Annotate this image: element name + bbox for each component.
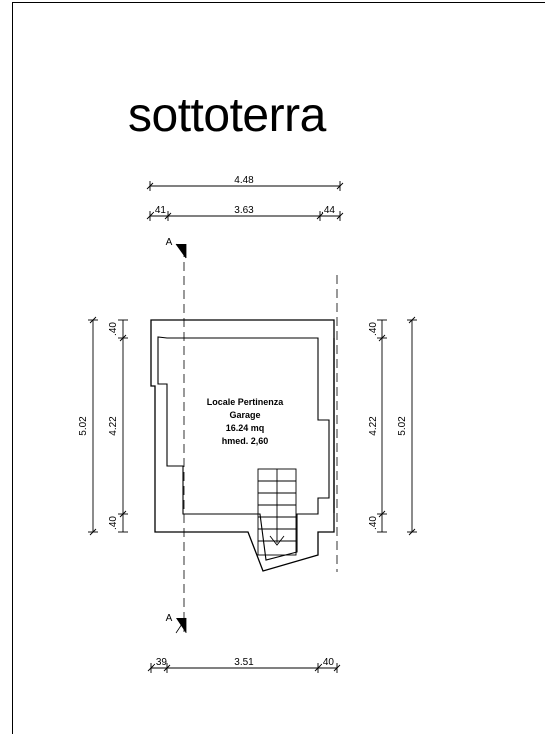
dimension-top-total: [146, 181, 344, 191]
section-marker-top-label: A: [166, 237, 173, 248]
dimension-left-chain: [118, 319, 128, 533]
section-marker-bottom: [175, 617, 187, 634]
room-name: Locale Pertinenza: [207, 397, 285, 407]
section-marker-top: [175, 243, 187, 259]
dim-top-left-label: .41: [152, 205, 166, 216]
dimension-top-chain: [146, 211, 344, 221]
dim-left-bottom-label: .40: [108, 516, 119, 530]
dim-right-total-label: 5.02: [397, 416, 408, 436]
room-height: hmed. 2,60: [222, 436, 269, 446]
sheet-border-left: [12, 2, 13, 734]
dimension-bottom-chain: [147, 663, 341, 673]
dim-bottom-mid-label: 3.51: [234, 657, 254, 668]
dim-top-right-label: .44: [321, 205, 335, 216]
floor-title: sottoterra: [128, 89, 326, 142]
dimension-right-chain: [377, 319, 387, 533]
dim-right-top-label: .40: [368, 322, 379, 336]
dim-top-mid-label: 3.63: [234, 205, 254, 216]
sheet-border-top: [12, 2, 545, 3]
dim-bottom-left-label: .39: [153, 657, 167, 668]
section-marker-bottom-label: A: [166, 613, 173, 624]
dim-bottom-right-label: .40: [320, 657, 334, 668]
dimension-left-total: [88, 316, 98, 536]
dim-right-bottom-label: .40: [368, 516, 379, 530]
room-use: Garage: [229, 410, 260, 420]
dim-top-total-label: 4.48: [234, 175, 254, 186]
dim-right-mid-label: 4.22: [368, 416, 379, 436]
dim-left-total-label: 5.02: [78, 416, 89, 436]
dimension-right-total: [407, 316, 417, 536]
dim-left-mid-label: 4.22: [108, 416, 119, 436]
dim-left-top-label: .40: [108, 322, 119, 336]
room-area: 16.24 mq: [226, 423, 265, 433]
staircase: [257, 468, 297, 556]
inner-wall: [157, 336, 330, 561]
